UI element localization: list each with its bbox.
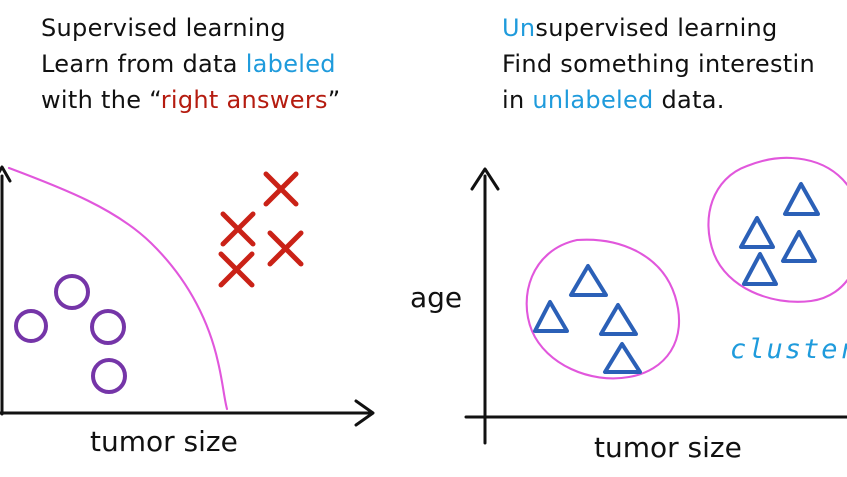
unsupervised-y-axis-label: age bbox=[410, 281, 463, 314]
unsupervised-description-line-3: in unlabeled data. bbox=[502, 82, 815, 118]
unsupervised-x-axis-label: tumor size bbox=[594, 431, 742, 464]
supervised-circles bbox=[14, 274, 127, 394]
right-answers-highlight: right answers bbox=[160, 86, 328, 114]
supervised-line-3-before: with the “ bbox=[41, 86, 161, 114]
unsupervised-title-rest: supervised learning bbox=[535, 14, 778, 42]
triangle-point bbox=[783, 182, 820, 216]
circle-point bbox=[14, 309, 48, 343]
supervised-text-block: Supervised learning Learn from data labe… bbox=[41, 10, 341, 118]
supervised-x-axis-arrow bbox=[354, 399, 375, 427]
cluster-2-triangles bbox=[739, 182, 820, 286]
unsupervised-plot bbox=[464, 156, 847, 445]
cluster-handwritten-label: cluster bbox=[730, 334, 847, 365]
supervised-plot bbox=[0, 165, 375, 427]
supervised-description-line-3: with the “right answers” bbox=[41, 82, 341, 118]
unsupervised-y-axis-arrow bbox=[470, 167, 500, 191]
circle-point bbox=[90, 309, 126, 345]
circle-point bbox=[54, 274, 90, 310]
decision-boundary bbox=[7, 166, 229, 411]
unsupervised-description-line-2: Find something interestin bbox=[502, 50, 815, 78]
triangle-point bbox=[569, 264, 608, 297]
circle-point bbox=[91, 358, 127, 394]
supervised-line-3-after: ” bbox=[327, 86, 341, 114]
cluster-1-triangles bbox=[533, 264, 642, 374]
labeled-highlight: labeled bbox=[245, 50, 336, 78]
unsupervised-title: Unsupervised learning bbox=[502, 10, 815, 46]
supervised-y-axis-arrow bbox=[0, 165, 12, 183]
cross-point bbox=[263, 171, 299, 207]
triangle-point bbox=[533, 300, 569, 333]
un-prefix-highlight: Un bbox=[502, 14, 536, 42]
triangle-point bbox=[603, 342, 642, 374]
triangle-point bbox=[742, 252, 778, 286]
triangle-point bbox=[739, 216, 775, 249]
unsupervised-line-3-before: in bbox=[502, 86, 533, 114]
supervised-crosses bbox=[218, 171, 304, 288]
triangle-point bbox=[781, 230, 817, 263]
supervised-description-line-2: Learn from data labeled bbox=[41, 46, 341, 82]
unsupervised-text-block: Unsupervised learning Find something int… bbox=[502, 10, 815, 118]
unlabeled-highlight: unlabeled bbox=[532, 86, 654, 114]
supervised-x-axis-label: tumor size bbox=[90, 425, 238, 458]
supervised-line-2-text: Learn from data bbox=[41, 50, 246, 78]
triangle-point bbox=[599, 303, 638, 336]
unsupervised-line-3-after: data. bbox=[653, 86, 725, 114]
cross-point bbox=[267, 230, 304, 267]
supervised-title: Supervised learning bbox=[41, 14, 286, 42]
cluster-2-outline bbox=[707, 156, 847, 303]
cluster-1-outline bbox=[525, 238, 681, 380]
cross-point bbox=[220, 211, 256, 247]
cross-point bbox=[218, 251, 255, 288]
